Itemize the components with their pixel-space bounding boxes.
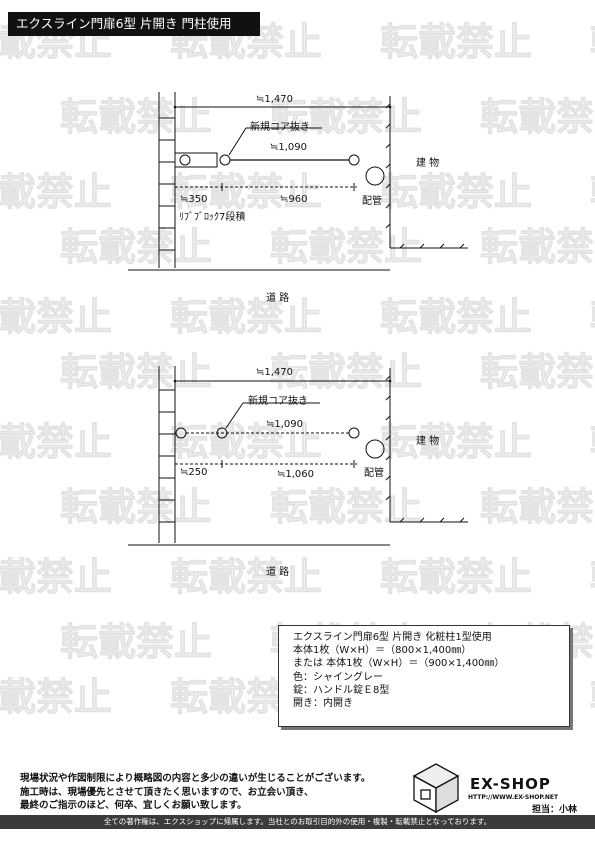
watermark-text: 転載禁止 [270, 225, 422, 269]
watermark-text: 転載禁止 [380, 170, 532, 214]
top-core-label: 新規コア抜き [250, 122, 310, 133]
brand-name: EX-SHOP [470, 775, 551, 793]
watermark-text: 転載禁止 [590, 170, 595, 214]
watermark-text: 転載禁止 [380, 20, 532, 64]
page-title: エクスライン門扉6型 片開き 門柱使用 [8, 12, 260, 36]
watermark-text: 転載禁止 [480, 350, 595, 394]
watermark-text: 転載禁止 [380, 295, 532, 339]
bottom-building-wall [385, 368, 468, 523]
watermark-text: 転載禁止 [170, 170, 322, 214]
top-building-wall [385, 96, 468, 249]
spec-line: または 本体1枚（W×H）＝（900×1,400㎜） [293, 658, 505, 670]
bottom-right-offset-label: ≒1,060 [277, 469, 315, 480]
footer-note-line: 現場状況や作図制限により概略図の内容と多少の違いが生じることがございます。 [20, 773, 371, 784]
watermark-text: 転載禁止 [380, 555, 532, 599]
watermark-text: 転載禁止 [60, 620, 212, 664]
person-in-charge: 担当：小林 [532, 805, 578, 815]
brand-url: HTTP://WWW.EX-SHOP.NET [468, 794, 559, 801]
bottom-core-label: 新規コア抜き [248, 396, 308, 407]
copyright-bar: 全ての著作権は、エクスショップに帰属します。当社とのお取引目的外の使用・複製・転… [0, 815, 595, 829]
ex-shop-logo [412, 763, 460, 814]
top-pipe-label: 配管 [362, 196, 382, 207]
watermark-text: 転載禁止 [270, 350, 422, 394]
top-pipe [365, 166, 385, 186]
top-building-label: 建 物 [416, 158, 440, 169]
top-overall-dim-label: ≒1,470 [256, 94, 294, 105]
watermark-text: 転載禁止 [480, 95, 595, 139]
top-core-hole [219, 154, 231, 166]
watermark-text: 転載禁止 [590, 295, 595, 339]
bottom-building-label: 建 物 [416, 436, 440, 447]
watermark-text: 転載禁止 [0, 170, 112, 214]
watermark-text: 転載禁止 [170, 295, 322, 339]
watermark-text: 転載禁止 [60, 95, 212, 139]
spec-box: エクスライン門扉6型 片開き 化粧柱1型使用 本体1枚（W×H）＝（800×1,… [278, 625, 570, 727]
spec-line: 本体1枚（W×H）＝（800×1,400㎜） [293, 645, 472, 657]
watermark-text: 転載禁止 [380, 420, 532, 464]
watermark-text: 転載禁止 [60, 485, 212, 529]
bottom-gate-post [175, 427, 187, 439]
watermark-text: 転載禁止 [60, 225, 212, 269]
bottom-overall-dim-label: ≒1,470 [256, 367, 294, 378]
spec-line: 開き：内開き [293, 698, 353, 710]
top-block-label: ﾘﾌﾞﾌﾞﾛｯｸ7段積 [179, 212, 246, 223]
watermark-text: 転載禁止 [590, 20, 595, 64]
spec-line: 錠：ハンドル錠Ｅ8型 [293, 684, 390, 696]
top-block-wall [158, 92, 176, 268]
bottom-pipe-label: 配管 [364, 468, 384, 479]
watermark-text: 転載禁止 [590, 675, 595, 719]
watermark-text: 転載禁止 [170, 555, 322, 599]
watermark-text: 転載禁止 [0, 420, 112, 464]
watermark-text: 転載禁止 [590, 420, 595, 464]
watermark-text: 転載禁止 [480, 485, 595, 529]
watermark-text: 転載禁止 [270, 95, 422, 139]
spec-line: 色：シャイングレー [293, 671, 383, 683]
bottom-left-offset-label: ≒250 [180, 467, 208, 478]
footer-notes: 現場状況や作図制限により概略図の内容と多少の違いが生じることがございます。 施工… [20, 772, 370, 813]
bottom-span-label: ≒1,090 [266, 419, 304, 430]
bottom-pipe [365, 439, 385, 459]
top-gate-post [174, 152, 218, 168]
watermark-text: 転載禁止 [170, 420, 322, 464]
watermark-text: 転載禁止 [590, 555, 595, 599]
top-plan [128, 92, 468, 271]
watermark-text: 転載禁止 [0, 295, 112, 339]
top-span-label: ≒1,090 [270, 142, 308, 153]
watermark-text: 転載禁止 [480, 225, 595, 269]
watermark-text: 転載禁止 [0, 555, 112, 599]
bottom-road-label: 道 路 [266, 567, 290, 578]
bottom-gate-pivot [348, 427, 360, 439]
top-gate-pivot [348, 154, 360, 166]
spec-line: エクスライン門扉6型 片開き 化粧柱1型使用 [293, 632, 492, 643]
footer-note-line: 最終のご指示のほど、何卒、宜しくお願い致します。 [20, 800, 247, 811]
top-right-offset-label: ≒960 [280, 194, 308, 205]
footer-note-line: 施工時は、現場優先とさせて頂きたく思いますので、お立会い頂き、 [20, 786, 314, 798]
top-road-label: 道 路 [266, 293, 290, 304]
bottom-block-wall [158, 366, 176, 543]
watermark-text: 転載禁止 [60, 350, 212, 394]
watermark-text: 転載禁止 [0, 675, 112, 719]
bottom-plan [128, 366, 468, 546]
top-left-offset-label: ≒350 [180, 194, 208, 205]
